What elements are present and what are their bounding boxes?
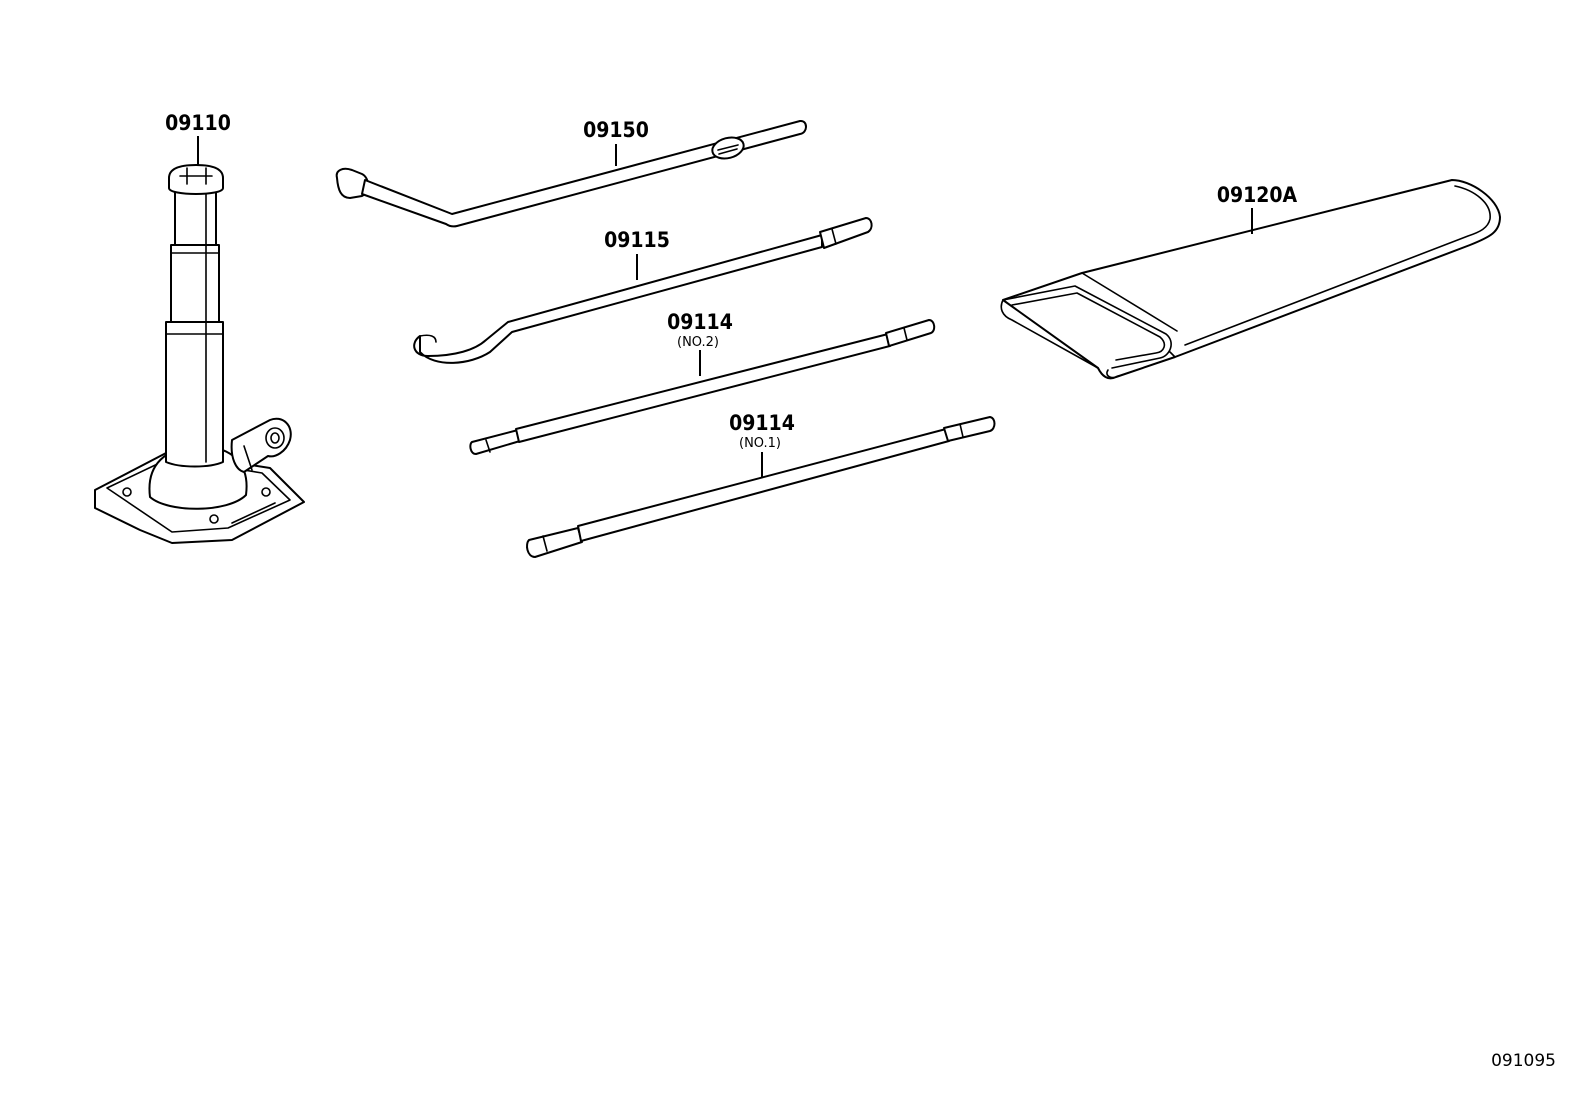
part-number-wrench: 09150 <box>583 118 649 142</box>
part-number-bag: 09120A <box>1217 183 1298 207</box>
extension-no1-illustration <box>526 416 996 558</box>
extension-no2-illustration <box>469 319 936 455</box>
part-number-hook: 09115 <box>604 228 670 252</box>
wheel-nut-wrench-illustration <box>335 120 807 228</box>
tool-bag-illustration <box>1000 179 1501 380</box>
part-number-ext1: 09114 <box>729 411 795 435</box>
sub-label-ext1: (NO.1) <box>739 436 781 451</box>
jack-illustration <box>94 164 305 544</box>
jack-handle-hook-illustration <box>413 217 873 364</box>
part-number-jack: 09110 <box>165 111 231 135</box>
illustration-code: 091095 <box>1491 1051 1556 1071</box>
part-number-ext2: 09114 <box>667 310 733 334</box>
sub-label-ext2: (NO.2) <box>677 335 719 350</box>
